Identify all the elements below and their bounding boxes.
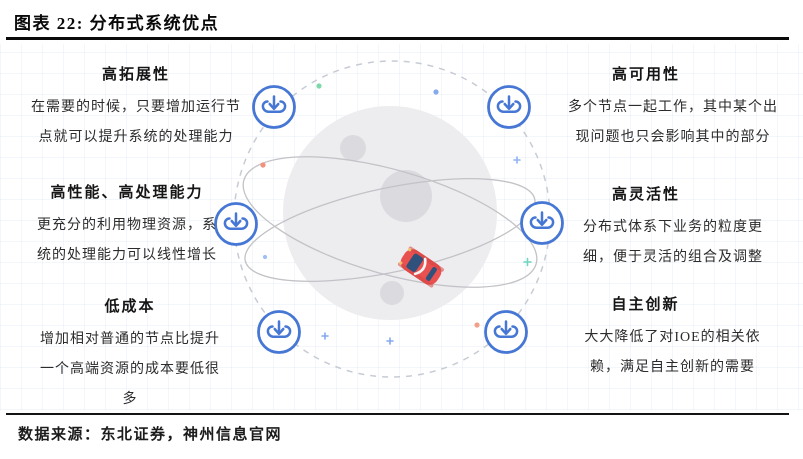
benefit-performance: 高性能、高处理能力 更充分的利用物理资源，系统的处理能力可以线性增长: [32, 182, 222, 271]
benefit-title: 高灵活性: [611, 187, 680, 203]
cloud-download-icon: [252, 85, 296, 129]
benefit-flexibility: 高灵活性 分布式体系下业务的粒度更细，便于灵活的组合及调整: [578, 184, 768, 273]
benefit-desc: 多个节点一起工作，其中某个出现问题也只会影响其中的部分: [568, 100, 778, 145]
benefit-scalability: 高拓展性 在需要的时候，只要增加运行节点就可以提升系统的处理能力: [27, 64, 245, 153]
figure-title: 图表 22: 分布式系统优点: [14, 14, 220, 33]
benefit-title: 低成本: [104, 299, 156, 315]
cloud-download-icon: [520, 201, 564, 245]
cloud-download-icon: [487, 85, 531, 129]
orbit-rings: [242, 156, 538, 288]
benefit-low-cost: 低成本 增加相对普通的节点比提升一个高端资源的成本要低很多: [35, 296, 225, 415]
data-source: 数据来源：东北证券，神州信息官网: [18, 427, 283, 443]
benefit-desc: 在需要的时候，只要增加运行节点就可以提升系统的处理能力: [31, 100, 241, 145]
cloud-download-icon: [484, 310, 528, 354]
decor-dots: [260, 83, 532, 345]
header-rule: [6, 37, 789, 40]
benefit-title: 高可用性: [611, 67, 680, 83]
cloud-download-icon: [257, 310, 301, 354]
benefit-title: 自主创新: [611, 297, 680, 313]
footer-rule: [6, 413, 789, 415]
car-illustration: [397, 246, 445, 288]
benefit-desc: 更充分的利用物理资源，系统的处理能力可以线性增长: [37, 218, 217, 263]
center-sphere: [283, 106, 497, 320]
benefit-desc: 分布式体系下业务的粒度更细，便于灵活的组合及调整: [583, 220, 763, 265]
benefit-desc: 增加相对普通的节点比提升一个高端资源的成本要低很多: [40, 332, 220, 407]
benefit-desc: 大大降低了对IOE的相关依赖，满足自主创新的需要: [584, 330, 761, 375]
benefit-innovation: 自主创新 大大降低了对IOE的相关依赖，满足自主创新的需要: [580, 294, 765, 383]
benefit-title: 高性能、高处理能力: [50, 185, 204, 201]
benefit-title: 高拓展性: [101, 67, 170, 83]
benefit-availability: 高可用性 多个节点一起工作，其中某个出现问题也只会影响其中的部分: [564, 64, 782, 153]
